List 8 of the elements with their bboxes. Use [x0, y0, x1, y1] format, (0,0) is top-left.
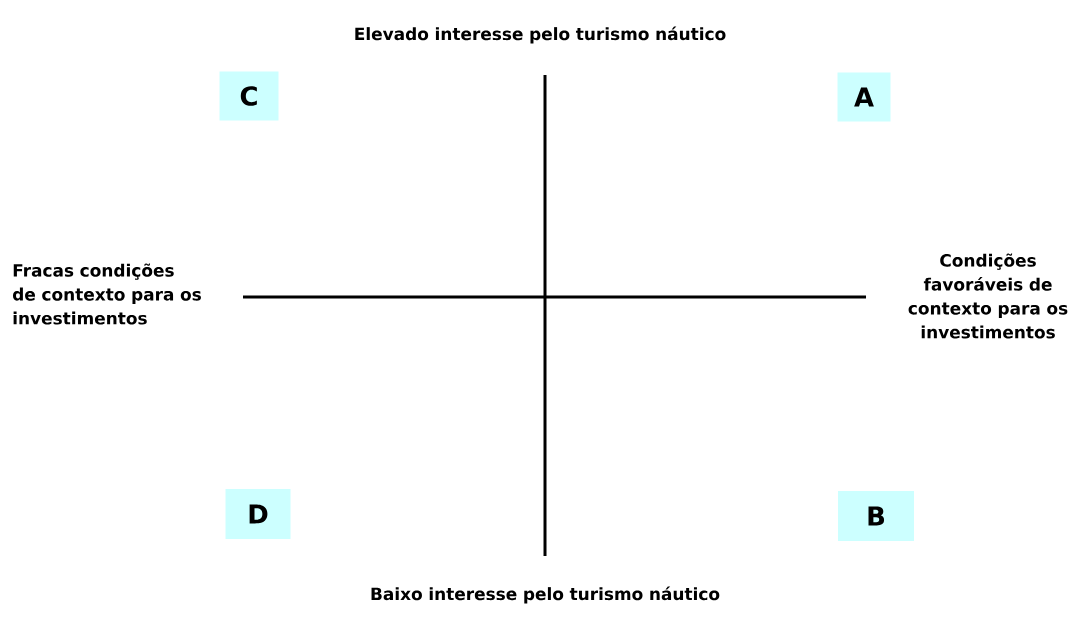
axis-label: Elevado interesse pelo turismo náutico	[355, 26, 726, 44]
quadrant-letter-box: B	[838, 491, 914, 541]
quadrant-letter-box: C	[219, 71, 279, 121]
quadrant-letter-box: D	[225, 489, 291, 539]
axis-label: Condições favoráveis de contexto para os investimentos	[908, 253, 1068, 339]
quadrant-letter-box: A	[837, 72, 891, 122]
axis-label: Baixo interesse pelo turismo náutico	[371, 586, 720, 604]
axis-label: Fracas condições de contexto para os investimentos	[12, 263, 201, 325]
